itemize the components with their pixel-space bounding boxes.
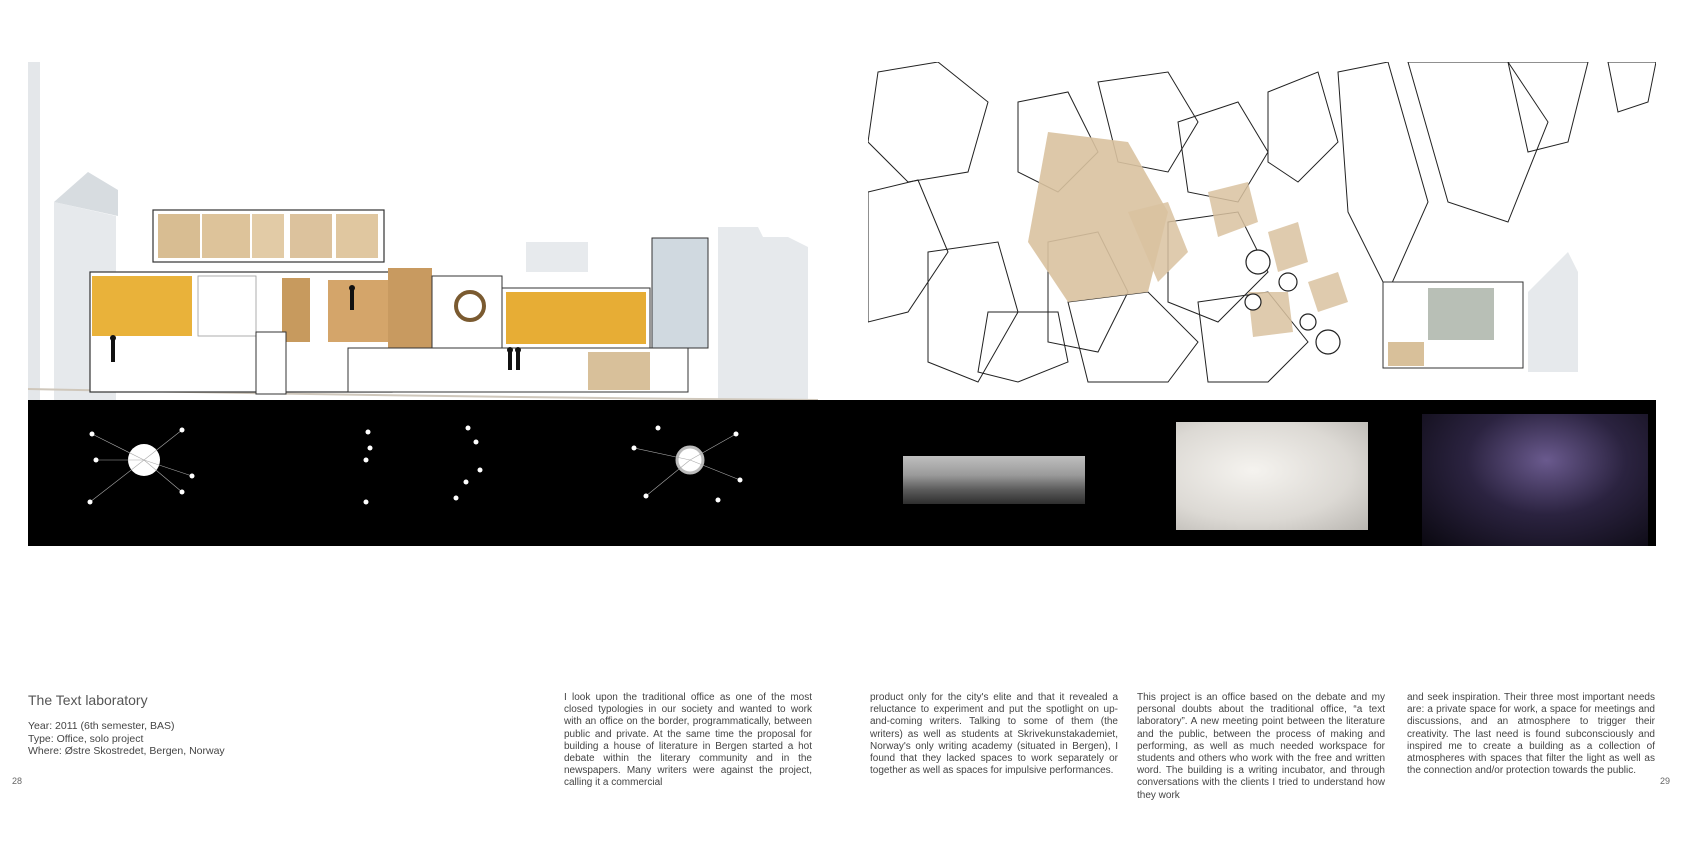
project-year: Year: 2011 (6th semester, BAS): [28, 720, 175, 732]
ground-band: [28, 400, 1656, 546]
site-plan: [868, 62, 1656, 383]
project-type: Type: Office, solo project: [28, 732, 144, 745]
text-column-1: I look upon the traditional office as on…: [564, 692, 812, 789]
text-column-3: This project is an office based on the d…: [1137, 692, 1385, 801]
relationship-diagram-public: [87, 427, 195, 505]
relationship-diagram-private: [363, 425, 483, 505]
text-column-2: product only for the city's elite and th…: [870, 692, 1118, 777]
architectural-drawing: [28, 62, 1656, 546]
project-title: The Text laboratory: [28, 692, 148, 708]
page-number-left: 28: [12, 776, 23, 786]
project-location: Where: Østre Skostredet, Bergen, Norway: [28, 745, 225, 757]
night-model-photo: [1422, 414, 1648, 546]
building-section: [28, 62, 818, 401]
page-number-right: 29: [1660, 776, 1671, 786]
text-column-4: and seek inspiration. Their three most i…: [1407, 692, 1655, 777]
street-photo: [903, 456, 1085, 504]
relationship-diagram-mixed: [631, 425, 743, 503]
site-model-photo: [1176, 422, 1368, 530]
project-meta: Year: 2011 (6th semester, BAS) Type: Off…: [28, 720, 225, 758]
